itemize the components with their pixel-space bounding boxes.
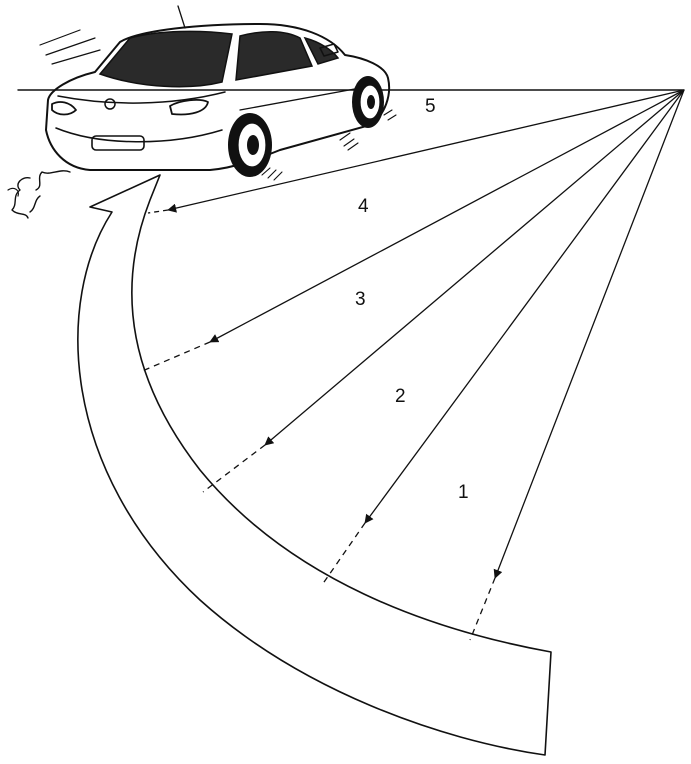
sight-ray-3 (265, 90, 684, 445)
front-wheel (352, 76, 384, 128)
ray-label-4: 4 (358, 196, 369, 217)
sight-ray-2 (365, 90, 684, 523)
sight-ray-1-extension (470, 578, 495, 640)
ray-label-1: 1 (458, 482, 469, 503)
sight-ray-4 (210, 90, 684, 342)
ray-label-2: 2 (395, 386, 406, 407)
sight-ray-5-extension (148, 210, 168, 213)
sight-ray-3-extension (203, 445, 265, 492)
exhaust-icon (8, 171, 70, 218)
ray-label-5: 5 (425, 96, 436, 117)
rear-wheel (228, 113, 272, 177)
car-icon (40, 6, 396, 180)
ray-label-3: 3 (355, 289, 366, 310)
sight-ray-1 (495, 90, 684, 578)
sight-rays: 1 2 3 4 5 (140, 90, 684, 640)
sight-ray-4-extension (140, 342, 210, 372)
